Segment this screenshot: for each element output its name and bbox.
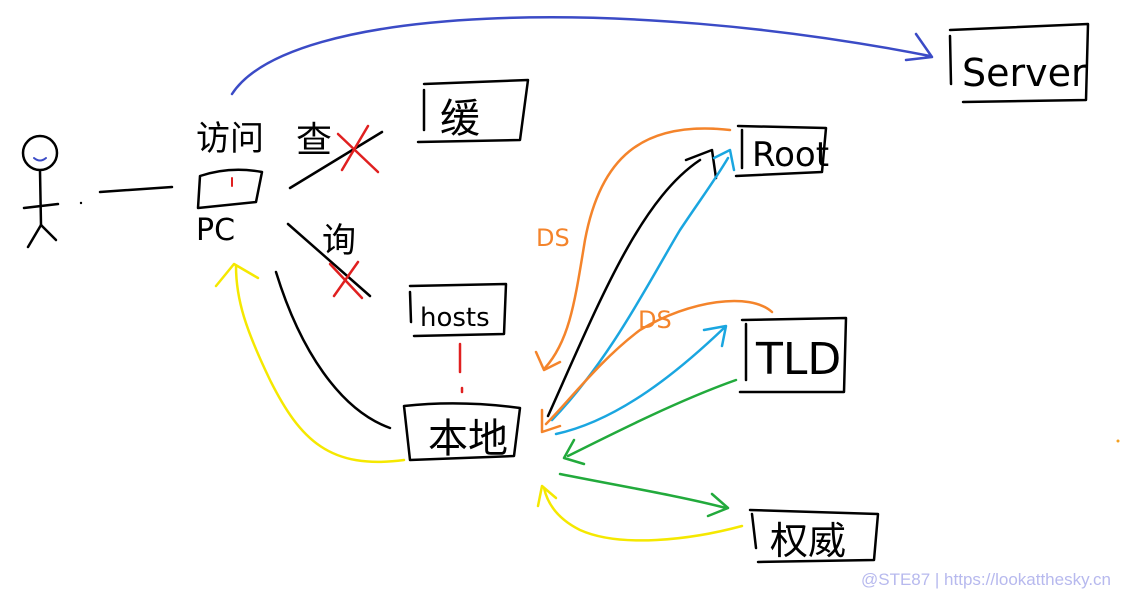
- tld-label: TLD: [755, 334, 841, 385]
- cache-label: 缓: [440, 96, 480, 142]
- visit-label: 访问: [196, 119, 264, 159]
- pc-to-cache-line: [288, 130, 384, 190]
- watermark: @STE87 | https://lookatthesky.cn: [860, 570, 1111, 589]
- query2-label: 询: [322, 221, 356, 261]
- user-stick-figure: [21, 134, 60, 249]
- root-label: Root: [752, 135, 829, 175]
- authority-label: 权威: [770, 519, 846, 563]
- query1-label: 查: [296, 120, 332, 161]
- yellow-arrow-local-to-pc: [214, 262, 406, 464]
- tld-box: [738, 316, 848, 394]
- stray-dot: [79, 201, 83, 205]
- pc-to-local-line: [274, 270, 392, 430]
- server-box: [948, 22, 1090, 104]
- local-box: [402, 402, 522, 462]
- hosts-box: [408, 282, 508, 338]
- orange-arrow-root-to-local: [534, 127, 732, 372]
- server-label: Server: [962, 51, 1087, 95]
- orange-arrow-tld-to-local: [540, 299, 774, 434]
- local-label: 本地: [428, 416, 508, 462]
- stray-dot: [1116, 439, 1120, 443]
- cyan-arrow-local-to-tld: [554, 324, 728, 436]
- hosts-label: hosts: [420, 303, 490, 333]
- hosts-cross-mark: [328, 260, 364, 300]
- authority-box: [748, 508, 880, 564]
- yellow-arrow-authority-to-local: [536, 484, 744, 542]
- green-arrow-local-to-authority: [558, 472, 730, 518]
- cyan-arrow-local-to-root: [550, 148, 736, 422]
- cache-box: [416, 78, 530, 144]
- green-arrow-tld-to-local: [562, 378, 738, 466]
- user-to-pc-line: [98, 185, 174, 194]
- ds-tld-label: DS: [638, 306, 672, 334]
- pc-box: [196, 168, 264, 210]
- ds-root-label: DS: [536, 224, 570, 252]
- blue-arrow-pc-to-server: [230, 16, 934, 96]
- cache-cross-mark: [336, 124, 380, 174]
- pc-to-hosts-line: [286, 222, 372, 298]
- root-box: [734, 124, 828, 178]
- black-arrow-local-to-root: [546, 148, 718, 418]
- hosts-to-local-red-dashes: [458, 342, 464, 394]
- pc-label: PC: [196, 213, 235, 248]
